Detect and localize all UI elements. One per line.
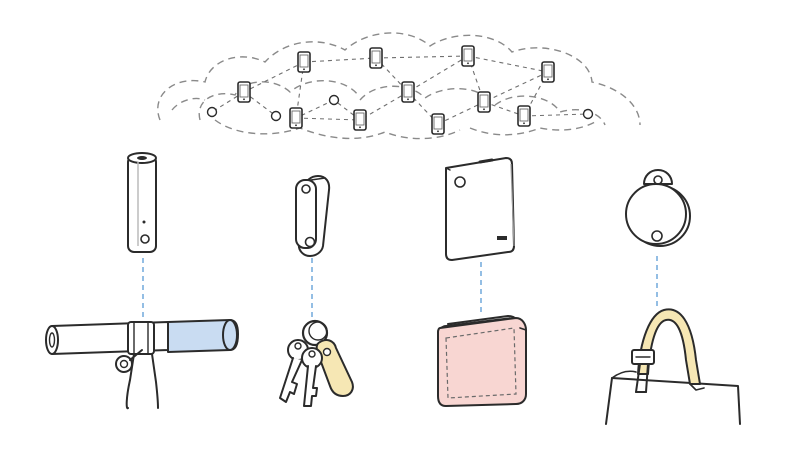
- keys-icon: [279, 319, 354, 407]
- network-node-icon: [328, 94, 340, 106]
- smartphone-icon: [237, 81, 251, 103]
- smartphone-icon: [517, 105, 531, 127]
- network-node-icon: [270, 110, 282, 122]
- round-tag-tracker-icon: [625, 169, 691, 247]
- smartphone-icon: [541, 61, 555, 83]
- smartphone-icon: [297, 51, 311, 73]
- smartphone-icon: [401, 81, 415, 103]
- network-node-icon: [582, 108, 594, 120]
- network-links: [211, 55, 589, 125]
- keychain-fob-tracker-icon: [295, 175, 331, 257]
- wallet-icon: [437, 315, 527, 407]
- smartphone-icon: [369, 47, 383, 69]
- smartphone-icon: [289, 107, 303, 129]
- smartphone-icon: [431, 113, 445, 135]
- crowd-network-cloud-icon: [157, 32, 641, 140]
- card-tracker-icon: [445, 157, 515, 261]
- phones: [237, 45, 555, 135]
- smartphone-icon: [353, 109, 367, 131]
- tote-bag-icon: [605, 308, 741, 425]
- connectors: [142, 256, 658, 318]
- bicycle-handlebar-icon: [45, 319, 239, 410]
- bike-tube-tracker-icon: [127, 152, 157, 253]
- network-node-icon: [206, 106, 218, 118]
- network-nodes: [206, 94, 594, 122]
- smartphone-icon: [461, 45, 475, 67]
- smartphone-icon: [477, 91, 491, 113]
